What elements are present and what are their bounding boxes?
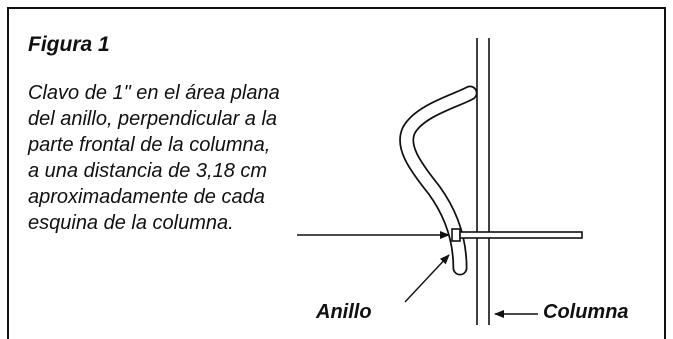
caption-line: Clavo de 1" en el área plana xyxy=(28,82,280,104)
column-label: Columna xyxy=(543,301,629,323)
nail-head xyxy=(451,228,461,242)
nail-shaft xyxy=(459,231,583,239)
ring-label: Anillo xyxy=(316,301,372,323)
figure-title: Figura 1 xyxy=(28,33,110,56)
ring-label-arrow xyxy=(404,254,450,303)
caption-line: a una distancia de 3,18 cm xyxy=(28,160,268,182)
caption-line: aproximadamente de cada xyxy=(28,186,265,208)
figure-caption: Clavo de 1" en el área plana del anillo,… xyxy=(28,80,308,236)
caption-line: esquina de la columna. xyxy=(28,212,234,234)
frame-border xyxy=(7,7,666,339)
caption-line: del anillo, perpendicular a la xyxy=(28,108,278,130)
caption-line: parte frontal de la columna, xyxy=(28,134,271,156)
